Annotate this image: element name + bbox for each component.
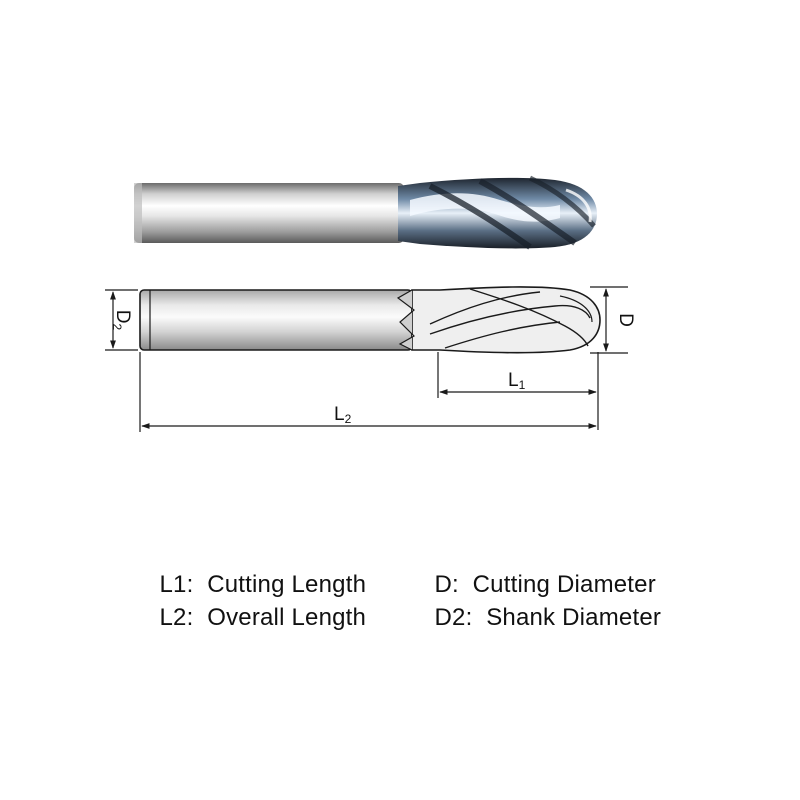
photo-shank	[134, 183, 404, 243]
l1-label-sub: 1	[519, 378, 526, 392]
drawing-flute-outline	[411, 286, 601, 354]
end-mill-line-drawing	[139, 286, 601, 354]
d2-label: D2	[110, 310, 133, 331]
drawing-shank	[139, 289, 413, 351]
drawing-flute-curve-4	[469, 288, 589, 347]
drawing-ball-tip-curve	[559, 295, 593, 323]
drawing-flute-curve-1	[429, 291, 541, 325]
drawing-flute-start	[396, 289, 415, 351]
dimension-lines	[105, 286, 628, 432]
l2-label: L2	[334, 404, 352, 426]
d2-label-main: D	[112, 310, 133, 324]
photo-shank-back-edge	[134, 183, 142, 243]
photo-flute-groove-1	[428, 183, 532, 250]
l1-label: L1	[508, 370, 526, 392]
l2-label-sub: 2	[345, 412, 352, 426]
photo-flute-highlight	[410, 193, 560, 222]
photo-flute-groove-2	[478, 178, 577, 246]
ball-nose-end-mill-photo	[134, 175, 597, 250]
l2-label-main: L	[334, 404, 345, 425]
drawing-flute-curve-3	[444, 321, 561, 349]
drawing-flute-curve-2	[429, 304, 591, 335]
l1-label-main: L	[508, 370, 519, 391]
d-label: D	[615, 313, 636, 327]
d2-label-sub: 2	[110, 324, 124, 331]
photo-ball-tip-shine	[565, 188, 592, 223]
